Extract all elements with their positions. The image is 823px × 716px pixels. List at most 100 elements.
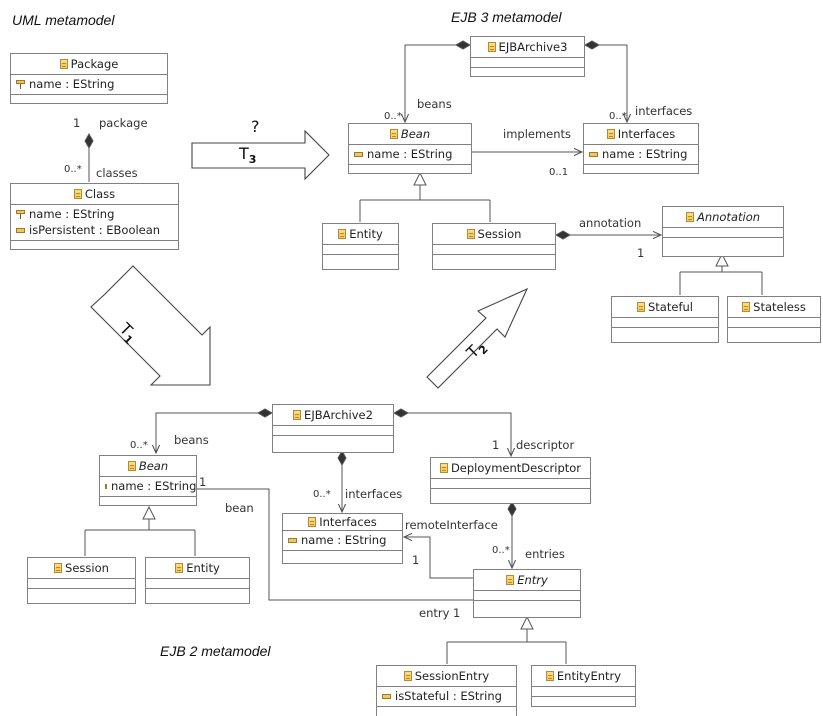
role-label: beans [174,433,209,447]
multiplicity-label: 0..* [130,440,148,451]
t3-arrow [191,129,330,181]
ejb3-session-class[interactable]: Session [432,223,556,270]
class-name: Package [70,57,119,71]
class-name: Stateless [753,300,806,314]
ejb2-bean-class[interactable]: Bean name : EString [99,455,197,506]
class-name: Class [84,187,116,201]
class-icon [338,229,347,239]
class-name: Entity [349,227,383,241]
class-name: Session [65,561,109,575]
class-name: EJBArchive2 [304,408,373,422]
class-icon [175,563,184,573]
class-name: SessionEntry [414,669,490,683]
multiplicity-label: 1 [637,246,645,260]
multiplicity-label: 1 [412,553,420,567]
attribute: name : EString [602,147,688,161]
composition-diamond [583,40,601,50]
uml-metamodel-title: UML metamodel [12,12,115,28]
class-icon [389,129,398,139]
ejb3-stateless-class[interactable]: Stateless [727,296,821,343]
class-name: DeploymentDescriptor [450,461,582,475]
uml-class-class[interactable]: Class name : EString isPersistent : EBoo… [10,183,179,250]
composition-diamond [554,230,572,240]
ejb3-entity-class[interactable]: Entity [322,223,399,270]
ejb3-beans-assoc [405,44,470,122]
generalization-triangle [520,615,534,630]
role-label: interfaces [345,487,403,501]
class-icon [685,212,694,222]
class-name: Interfaces [319,515,377,529]
attribute: name : EString [111,479,197,493]
class-icon [73,189,82,199]
class-name: Bean [138,459,169,473]
attribute-icon [382,693,391,699]
class-icon [439,463,448,473]
role-label: descriptor [516,438,575,452]
multiplicity-label: 1 [73,116,81,130]
ejb2-entry-class[interactable]: Entry [473,569,581,618]
attribute: name : EString [29,207,115,221]
attribute-icon [354,151,363,157]
ejb2-interfaces-class[interactable]: Interfaces name : EString [282,513,403,564]
class-name: Bean [400,127,431,141]
ejb2-entity-class[interactable]: Entity [145,557,250,604]
ejb3-bean-class[interactable]: Bean name : EString [348,123,472,174]
generalization-triangle [413,171,427,186]
role-label: remoteInterface [405,518,498,532]
multiplicity-label: 0..* [313,489,331,500]
ejb3-stateful-class[interactable]: Stateful [611,296,719,343]
composition-diamond [337,449,347,467]
class-icon [308,517,317,527]
attribute: isStateful : EString [395,689,502,703]
ejb2-session-class[interactable]: Session [27,557,136,604]
class-icon [606,129,615,139]
t3-question-mark: ? [251,117,260,136]
class-icon [466,229,475,239]
class-icon [293,410,302,420]
class-icon [742,302,751,312]
class-name: Interfaces [617,127,676,141]
class-icon [403,671,412,681]
uml-package-class[interactable]: Package name : EString [10,53,168,104]
attribute: name : EString [29,77,115,91]
class-name: Annotation [696,210,761,224]
class-icon [127,461,136,471]
multiplicity-label: 0..* [384,111,402,122]
t2-arrow [426,287,529,389]
composition-diamond [84,132,94,150]
attribute: isPersistent : EBoolean [29,223,161,237]
class-icon [506,575,515,585]
class-name: EJBArchive3 [498,40,568,54]
ejb2-descriptor-class[interactable]: DeploymentDescriptor [430,457,591,504]
class-icon [545,671,554,681]
class-name: EntityEntry [556,669,622,683]
attribute-icon [16,227,25,233]
role-label: entries [525,547,565,561]
attribute: name : EString [301,533,387,547]
multiplicity-label: 1 [199,475,207,489]
role-label: bean [225,501,254,515]
key-attribute-icon [16,209,25,219]
class-icon [637,302,645,312]
ejb3-metamodel-title: EJB 3 metamodel [451,9,562,25]
ejb2-entityentry-class[interactable]: EntityEntry [531,665,636,707]
multiplicity-label: 0..* [492,545,510,556]
composition-diamond [392,408,410,418]
multiplicity-label: 1 [492,438,500,452]
role-label: beans [417,97,452,111]
ejb3-interfaces-class[interactable]: Interfaces name : EString [583,123,699,174]
ejb2-sessionentry-class[interactable]: SessionEntry isStateful : EString [376,665,517,716]
ejb3-annotation-class[interactable]: Annotation [662,206,784,257]
role-label: interfaces [635,104,693,118]
generalization-triangle [715,252,729,267]
class-icon [59,59,68,69]
composition-diamond [454,40,472,50]
class-icon [487,42,496,52]
composition-diamond [507,500,517,518]
key-attribute-icon [16,79,25,89]
t1-arrow [90,265,211,386]
ejb2-archive-class[interactable]: EJBArchive2 [272,404,394,453]
composition-diamond [256,408,274,418]
ejb3-archive-class[interactable]: EJBArchive3 [470,36,585,77]
